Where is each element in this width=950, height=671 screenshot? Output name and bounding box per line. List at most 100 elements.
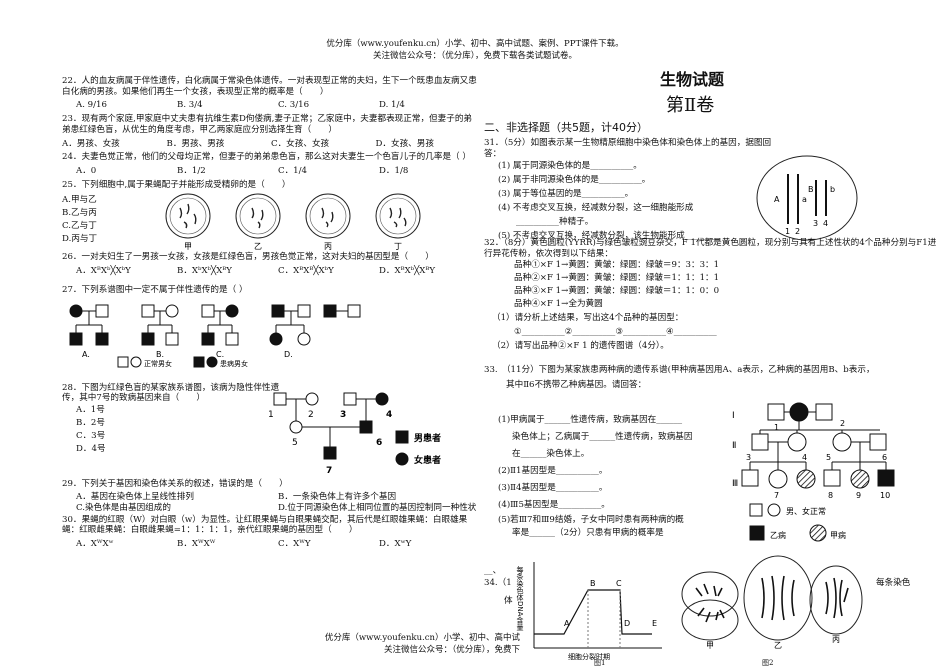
pedigree-label-d: D. <box>284 350 293 359</box>
legend-ill-label: 患病男女 <box>220 359 248 368</box>
pedigree-num: 1 <box>268 410 274 420</box>
pedigree-num: 8 <box>828 491 833 500</box>
question-25-options: A.甲与乙 B.乙与丙 C.乙与丁 D.丙与丁 <box>62 194 97 246</box>
chromosome-num: 2 <box>795 227 800 236</box>
pedigree-num: 2 <box>840 419 845 428</box>
point-label: A <box>564 619 570 628</box>
axis-xlabel: 细胞分裂时期 <box>568 652 610 661</box>
option: B．2号 <box>76 418 105 429</box>
pedigree-num: 4 <box>386 410 392 420</box>
question-28-pedigree: 1 2 3 4 5 6 7 男患者 女患者 <box>268 392 441 476</box>
page-subtitle: 第Ⅱ卷 <box>666 95 715 116</box>
chromosome-num: 3 <box>813 219 818 228</box>
generation-label: Ⅰ <box>732 411 735 421</box>
question-29: 29．下列关于基因和染色体关系的叙述，错误的是（ ） <box>62 478 288 489</box>
option: A．男孩、女孩 <box>62 138 120 149</box>
gene-label: b <box>830 185 835 194</box>
question-27: 27．下列系谱图中一定不属于伴性遗传的是（ ） <box>62 285 248 296</box>
chromosome-num: 1 <box>785 227 790 236</box>
pedigree-male <box>741 469 759 487</box>
cell-jia <box>165 193 211 239</box>
pedigree-num: 3 <box>340 410 346 420</box>
option: C．女孩、女孩 <box>271 138 330 149</box>
cell-label: 丙 <box>832 635 840 644</box>
question-31: 31．（5分）如图表示某一生物精原细胞中染色体和染色体上的基因，据图回答： (1… <box>484 138 784 243</box>
question-32-stem: 32．（8分）黄色圆粒(YYRR)与绿色皱粒豌豆杂交，F 1代都是黄色圆粒，现分… <box>484 238 937 259</box>
option: B．一条染色体上有许多个基因 <box>278 492 397 503</box>
pedigree-male <box>297 304 311 318</box>
question-22: 22．人的血友病属于伴性遗传，白化病属于常染色体遗传。一对表现型正常的夫妇，生下… <box>62 76 477 97</box>
option: A．0 <box>76 166 97 177</box>
cell-ding <box>375 193 421 239</box>
q32-ask-1: （1）请分析上述结果，写出这4个品种的基因型： <box>492 313 684 324</box>
question-25: 25．下列细胞中,属于果蝇配子并能形成受精卵的是（ ） <box>62 179 291 190</box>
legend-normal-male <box>117 356 129 368</box>
option: A．XᴮXᵇ╳XᵇY <box>76 266 131 277</box>
pedigree-num: 6 <box>882 453 887 462</box>
cell-label: 丙 <box>324 242 332 251</box>
option: C．1/4 <box>278 166 307 177</box>
legend-normal-label: 正常男女 <box>144 359 172 368</box>
option: B. 3/4 <box>177 100 203 111</box>
legend-normal-female <box>130 356 142 368</box>
option: B．XᵇXᵇ╳XᴮY <box>177 266 232 277</box>
point-label: B <box>590 579 596 588</box>
question-27-pedigrees: A. B. C. D. 正常男女 患病男女 <box>69 304 361 368</box>
left-column: 22．人的血友病属于伴性遗传，白化病属于常染色体遗传。一对表现型正常的夫妇，生下… <box>62 76 480 553</box>
cell-bing <box>305 193 351 239</box>
footer: 优分库（www.youfenku.cn）小学、初中、高中试 关注微信公众号：（优… <box>300 632 520 656</box>
pedigree-num: 1 <box>774 423 779 432</box>
q31-item: __________种精子。 <box>516 217 594 228</box>
pedigree-female <box>297 332 311 346</box>
axis-ylabel: 每条染色体DNA含量 <box>516 565 524 630</box>
q33-item: (1)甲病属于______性遗传病，致病基因在______ <box>498 415 683 425</box>
option: D．1/8 <box>379 166 409 177</box>
legend-yi <box>749 525 765 541</box>
pedigree-female-affected <box>225 304 239 318</box>
option: D.丙与丁 <box>62 233 98 244</box>
question-28-options: A．1号 B．2号 C．3号 D．4号 <box>76 404 480 456</box>
pedigree-label-a: A. <box>82 350 90 359</box>
pedigree-num: 2 <box>308 410 314 420</box>
pedigree-male-affected <box>201 332 215 346</box>
question-30-options: A．XᵂXʷ B．XᵂXᵂ C．XᵂY D．XʷY <box>76 539 480 550</box>
q32-ask-1-blanks: ①__________②__________③__________④______… <box>514 327 717 338</box>
q34-tail-text: 每条染色 <box>876 578 911 588</box>
option: D．女孩、男孩 <box>375 138 434 149</box>
q31-cell-figure: A a B b 1 2 3 4 <box>756 155 858 241</box>
q33-item: (3)Ⅱ4基因型是__________。 <box>498 483 608 493</box>
option: B.乙与丙 <box>62 207 97 218</box>
pedigree-male-affected <box>141 332 155 346</box>
question-33-stem: 33. （11分）下图为某家族患两种病的遗传系谱(甲种病基因用A、a表示，乙种病… <box>484 365 875 375</box>
figure-1-caption: 图1 <box>594 659 606 667</box>
question-34: 34.（1 <box>484 578 512 588</box>
question-34-cont: 体 <box>504 596 513 606</box>
pedigree-male-affected <box>323 304 337 318</box>
q33-item: (2)Ⅱ1基因型是__________。 <box>498 466 608 476</box>
pedigree-male <box>201 304 215 318</box>
pedigree-label-c: C. <box>216 350 224 359</box>
pedigree-num: 5 <box>826 453 831 462</box>
chromosome-num: 4 <box>823 219 828 228</box>
pedigree-male <box>347 304 361 318</box>
pedigree-female <box>787 432 807 452</box>
cell-label: 甲 <box>184 242 192 251</box>
pedigree-male <box>815 403 833 421</box>
question-28: 28．下图为红绿色盲的某家族系谱图，该病为隐性伴性遗传，其中7号的致病基因来自（… <box>62 382 280 404</box>
legend-normal-label: 男、女正常 <box>786 506 826 516</box>
q32-ask-2: （2）请写出品种②×F 1 的遗传图谱（4分）。 <box>492 341 669 352</box>
pedigree-num: 7 <box>326 466 332 476</box>
q34-figure-2: 甲 乙 丙 <box>681 555 863 650</box>
cell-label: 丁 <box>394 242 402 251</box>
generation-label: Ⅲ <box>732 479 738 489</box>
q31-item: (4) 不考虑交叉互换，经减数分裂，这一细胞能形成 <box>498 203 694 214</box>
option: A. 9/16 <box>76 100 107 111</box>
pedigree-num: 9 <box>856 491 861 500</box>
question-31-items: (1) 属于同源染色体的是__________。 (2) 属于非同源染色体的是_… <box>498 159 784 243</box>
question-33-stem-2: 其中Ⅱ6不携带乙种病基因。请回答： <box>506 379 647 390</box>
cell-yi <box>235 193 281 239</box>
q31-item: (5) 不考虑交叉互换，经减数分裂，该生物能形成________ <box>498 231 720 242</box>
cell-label: 甲 <box>706 641 714 650</box>
pedigree-male-affected <box>359 420 373 434</box>
option: D. 1/4 <box>379 100 405 111</box>
